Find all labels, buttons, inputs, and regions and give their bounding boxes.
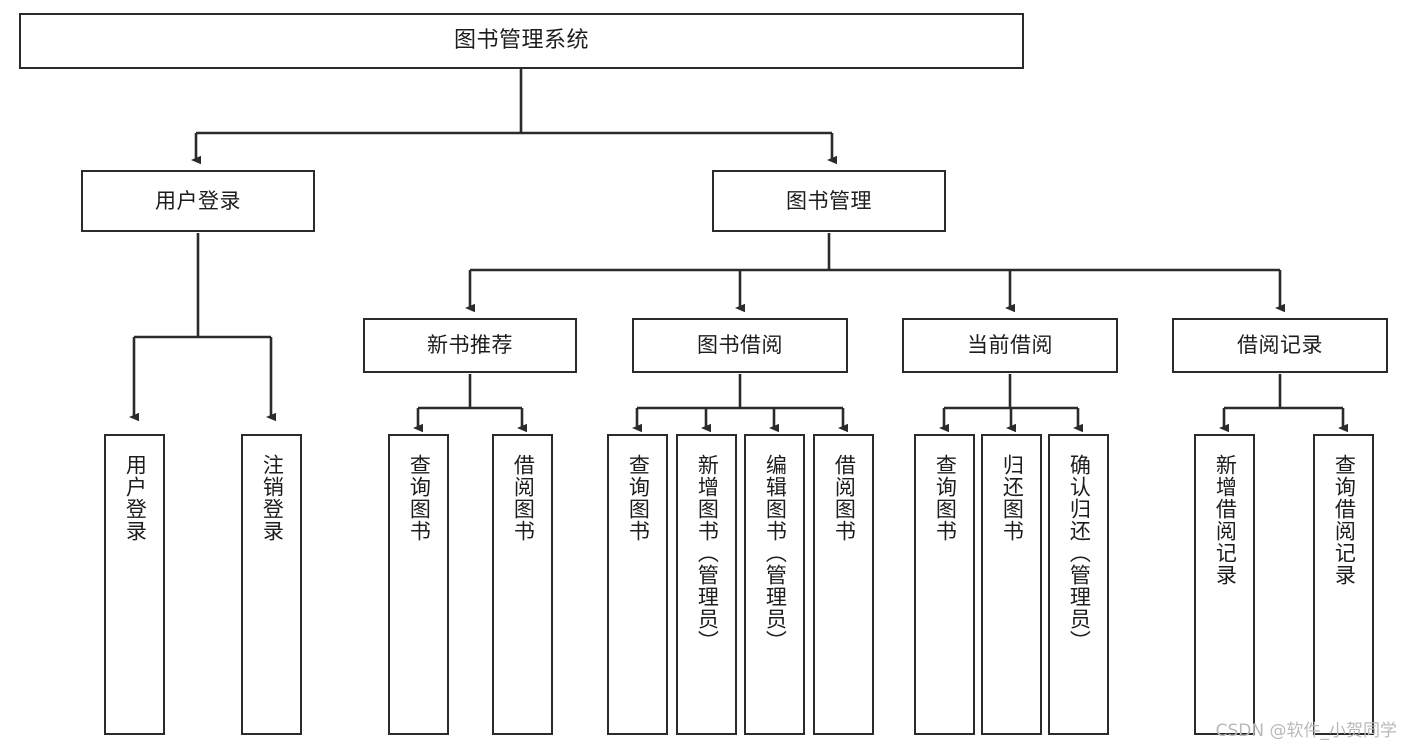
node-leaf-add-record-label: 新增借阅记录 xyxy=(1213,454,1238,586)
node-leaf-confirm-return[interactable]: 确认归还（管理员） xyxy=(1048,434,1109,735)
node-leaf-confirm-return-label: 确认归还（管理员） xyxy=(1067,454,1092,652)
node-leaf-borrow-book-1[interactable]: 借阅图书 xyxy=(492,434,553,735)
node-leaf-borrow-book-1-label: 借阅图书 xyxy=(511,454,536,542)
node-leaf-query-record-label: 查询借阅记录 xyxy=(1332,454,1357,586)
node-leaf-query-record[interactable]: 查询借阅记录 xyxy=(1313,434,1374,735)
node-leaf-user-login[interactable]: 用户登录 xyxy=(104,434,165,735)
node-leaf-add-record[interactable]: 新增借阅记录 xyxy=(1194,434,1255,735)
node-root-label: 图书管理系统 xyxy=(453,28,589,54)
node-leaf-query-book-1-label: 查询图书 xyxy=(407,454,432,542)
csdn-watermark: CSDN @软件_小贺同学 xyxy=(1215,721,1397,741)
node-leaf-query-book-3[interactable]: 查询图书 xyxy=(914,434,975,735)
node-leaf-return-book[interactable]: 归还图书 xyxy=(981,434,1042,735)
node-book-borrow[interactable]: 图书借阅 xyxy=(632,318,848,373)
node-leaf-add-book[interactable]: 新增图书（管理员） xyxy=(676,434,737,735)
node-book-manage[interactable]: 图书管理 xyxy=(712,170,946,232)
node-leaf-user-login-label: 用户登录 xyxy=(123,454,148,542)
node-current-borrow-label: 当前借阅 xyxy=(967,333,1053,358)
node-leaf-query-book-2-label: 查询图书 xyxy=(626,454,651,542)
node-leaf-add-book-label: 新增图书（管理员） xyxy=(695,454,720,652)
node-borrow-record-label: 借阅记录 xyxy=(1237,333,1323,358)
node-root[interactable]: 图书管理系统 xyxy=(19,13,1024,69)
node-current-borrow[interactable]: 当前借阅 xyxy=(902,318,1118,373)
node-user-login[interactable]: 用户登录 xyxy=(81,170,315,232)
node-leaf-borrow-book-2-label: 借阅图书 xyxy=(832,454,857,542)
node-leaf-query-book-2[interactable]: 查询图书 xyxy=(607,434,668,735)
node-book-manage-label: 图书管理 xyxy=(786,188,872,213)
node-borrow-record[interactable]: 借阅记录 xyxy=(1172,318,1388,373)
node-book-borrow-label: 图书借阅 xyxy=(697,333,783,358)
node-leaf-logout-login-label: 注销登录 xyxy=(260,454,285,542)
node-leaf-edit-book[interactable]: 编辑图书（管理员） xyxy=(744,434,805,735)
node-leaf-query-book-3-label: 查询图书 xyxy=(933,454,958,542)
node-leaf-query-book-1[interactable]: 查询图书 xyxy=(388,434,449,735)
node-new-book-recommend[interactable]: 新书推荐 xyxy=(363,318,577,373)
node-leaf-edit-book-label: 编辑图书（管理员） xyxy=(763,454,788,652)
node-user-login-label: 用户登录 xyxy=(155,188,241,213)
node-leaf-logout-login[interactable]: 注销登录 xyxy=(241,434,302,735)
node-new-book-recommend-label: 新书推荐 xyxy=(427,333,513,358)
node-leaf-borrow-book-2[interactable]: 借阅图书 xyxy=(813,434,874,735)
node-leaf-return-book-label: 归还图书 xyxy=(1000,454,1025,542)
